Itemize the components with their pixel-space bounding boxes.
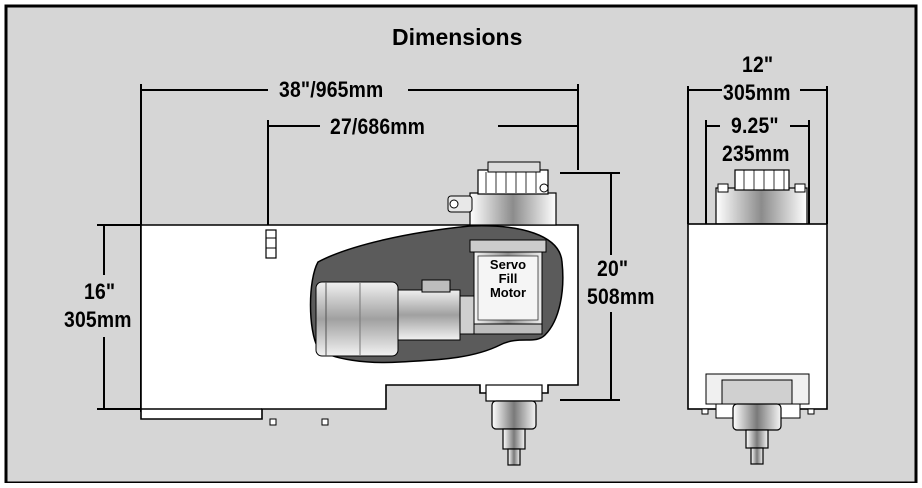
end-width-inches-label: 12" (742, 52, 774, 77)
height-inches-label: 16" (84, 279, 116, 304)
side-bracket (265, 229, 277, 259)
end-view (687, 86, 828, 465)
height-mm-label: 305mm (64, 307, 132, 332)
inner-width-dimension (705, 120, 810, 224)
side-view (97, 84, 620, 466)
servo-label-line-2: Fill (498, 271, 518, 286)
gearbox (397, 289, 461, 341)
diagram-title: Dimensions (392, 24, 523, 50)
body-length-dimension (267, 120, 578, 226)
overall-length-label: 38"/965mm (279, 77, 384, 102)
end-inner-width-mm-label: 235mm (722, 141, 790, 166)
servo-fill-motor-label: Servo Fill Motor (486, 258, 530, 300)
total-height-dimension (560, 172, 620, 401)
height-dimension (97, 224, 141, 410)
servo-label-line-1: Servo (489, 257, 527, 272)
total-height-mm-label: 508mm (587, 284, 655, 309)
end-motor-housing (715, 187, 808, 225)
end-inner-width-inches-label: 9.25" (731, 113, 779, 138)
body-length-label: 27/686mm (330, 114, 426, 139)
overall-width-dimension (687, 86, 828, 224)
drive-cylinder (315, 281, 399, 357)
nozzle-assembly (485, 384, 543, 466)
top-motor-housing (447, 161, 557, 226)
end-width-mm-label: 305mm (723, 80, 791, 105)
total-height-inches-label: 20" (597, 256, 629, 281)
servo-label-line-3: Motor (489, 285, 527, 300)
